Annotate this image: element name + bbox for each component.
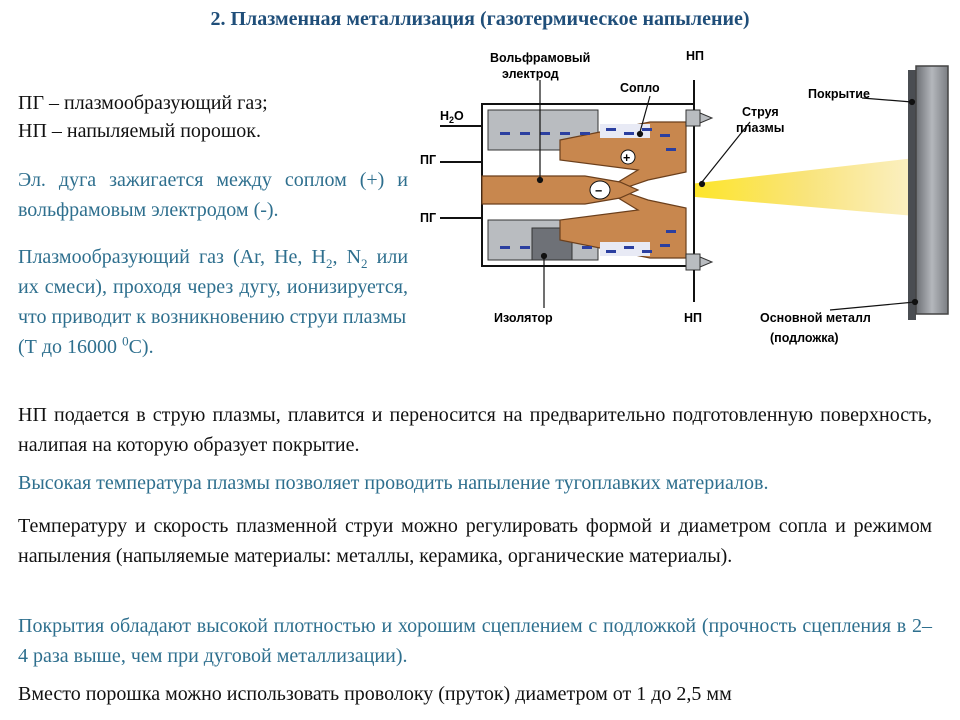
insulator-label: Изолятор bbox=[494, 311, 553, 325]
arc-text: Эл. дуга зажигается между соплом (+) и в… bbox=[18, 169, 408, 221]
plus-sign: + bbox=[623, 151, 630, 165]
tungsten-electrode-label-2: электрод bbox=[502, 67, 559, 81]
regulate-paragraph: Температуру и скорость плазменной струи … bbox=[18, 515, 932, 567]
legend-pg: ПГ – плазмообразующий газ; bbox=[18, 92, 268, 114]
coolant-dashes bbox=[500, 128, 676, 253]
gas-temp: (Т до 16000 bbox=[18, 336, 123, 358]
coatings-paragraph: Покрытия обладают высокой плотностью и х… bbox=[18, 615, 932, 667]
gas-line1: Плазмообразующий газ (Ar, He, H bbox=[18, 246, 326, 268]
h2o-label: H2O bbox=[440, 109, 464, 125]
h2-subscript: 2 bbox=[325, 256, 333, 271]
plasma-jet bbox=[638, 158, 915, 216]
gas-temp-end: С). bbox=[128, 336, 154, 358]
plasma-torch-diagram: Вольфрамовый электрод НП Сопло Струя пла… bbox=[420, 49, 949, 345]
plasma-gas-text: Плазмообразующий газ (Ar, He, H2, N2 или… bbox=[18, 242, 408, 362]
tungsten-electrode-label: Вольфрамовый bbox=[490, 51, 590, 65]
gas-line1-end: , bbox=[332, 246, 338, 268]
gas-n: N bbox=[346, 246, 362, 268]
coating-label: Покрытие bbox=[808, 87, 870, 101]
np-paragraph: НП подается в струю плазмы, плавится и п… bbox=[18, 404, 932, 456]
jet-label-2: плазмы bbox=[736, 121, 784, 135]
jet-label: Струя bbox=[742, 105, 779, 119]
high-temp-paragraph: Высокая температура плазмы позволяет про… bbox=[18, 472, 769, 494]
np-bottom-label: НП bbox=[684, 311, 702, 325]
page-title: 2. Плазменная металлизация (газотермичес… bbox=[210, 8, 750, 30]
torch-body bbox=[481, 80, 714, 302]
nozzle-label: Сопло bbox=[620, 81, 660, 95]
legend-np: НП – напыляемый порошок. bbox=[18, 120, 262, 142]
leader-lines bbox=[536, 80, 919, 311]
minus-sign: − bbox=[595, 184, 602, 198]
n2-subscript: 2 bbox=[361, 256, 368, 271]
base-metal-plate bbox=[915, 65, 949, 315]
insulator-block bbox=[531, 227, 573, 261]
base-metal-label-2: (подложка) bbox=[770, 331, 839, 345]
wire-paragraph: Вместо порошка можно использовать провол… bbox=[18, 683, 732, 705]
base-metal-label: Основной металл bbox=[760, 311, 871, 325]
pg-upper-label: ПГ bbox=[420, 153, 436, 167]
np-top-label: НП bbox=[686, 49, 704, 63]
gas-rest: или их смеси), проходя через дугу, иониз… bbox=[18, 246, 409, 328]
coating-layer bbox=[908, 70, 916, 320]
degree-superscript: 0 bbox=[122, 333, 129, 349]
pg-lower-label: ПГ bbox=[420, 211, 436, 225]
